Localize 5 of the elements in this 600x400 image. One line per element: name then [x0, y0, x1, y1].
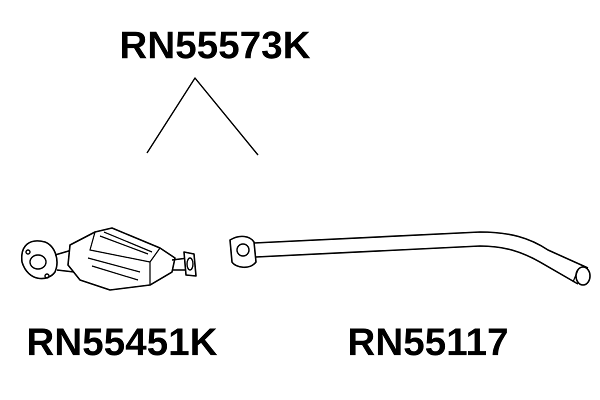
catalytic-converter-drawing: [20, 227, 197, 291]
part-number: RN55117: [350, 328, 507, 356]
part-number: RN55451K: [28, 328, 218, 356]
part-number: RN55573K: [122, 31, 310, 59]
exhaust-pipe-drawing: [229, 231, 591, 286]
